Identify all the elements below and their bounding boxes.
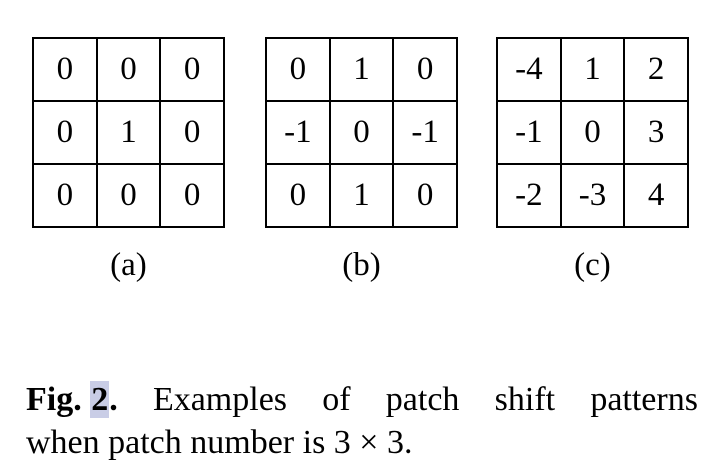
grid-row: 0 1 0 bbox=[265, 163, 458, 228]
grid-cell: 0 bbox=[559, 100, 626, 165]
grid-cell: 1 bbox=[328, 37, 395, 102]
grid-cell: -1 bbox=[496, 100, 562, 165]
grid-cell: 0 bbox=[328, 100, 395, 165]
grid-cell: -1 bbox=[265, 100, 331, 165]
caption-word: shift bbox=[494, 381, 556, 418]
grid-cell: 1 bbox=[328, 163, 395, 228]
caption-line-1: Fig. 2. Examples of patch shift patterns bbox=[26, 378, 698, 421]
grid-cell: 0 bbox=[32, 163, 98, 228]
grid-row: 0 0 0 bbox=[32, 163, 225, 228]
grid-cell: 0 bbox=[32, 37, 98, 102]
subfigure-label-c: (c) bbox=[574, 247, 611, 283]
grid-cell: 4 bbox=[623, 163, 689, 228]
caption-fig-period: . bbox=[109, 381, 118, 418]
grid-cell: 0 bbox=[265, 163, 331, 228]
caption-word: patterns bbox=[590, 381, 698, 418]
grid-cell: 0 bbox=[159, 163, 225, 228]
caption-word: of bbox=[322, 381, 351, 418]
grid-cell: 0 bbox=[265, 37, 331, 102]
patch-grid-c: -4 1 2 -1 0 3 -2 -3 4 bbox=[496, 37, 689, 228]
subfigure-label-b: (b) bbox=[342, 247, 381, 283]
caption-word: patch bbox=[385, 381, 460, 418]
grid-cell: 3 bbox=[623, 100, 689, 165]
grid-row: -2 -3 4 bbox=[496, 163, 689, 228]
grid-row: -1 0 3 bbox=[496, 100, 689, 165]
grid-cell: 1 bbox=[95, 100, 162, 165]
patch-grid-b: 0 1 0 -1 0 -1 0 1 0 bbox=[265, 37, 458, 228]
grid-cell: 0 bbox=[159, 37, 225, 102]
grid-cell: 0 bbox=[159, 100, 225, 165]
grid-cell: 1 bbox=[559, 37, 626, 102]
grid-cell: -3 bbox=[559, 163, 626, 228]
caption-word: Examples bbox=[152, 381, 288, 418]
patch-grid-a: 0 0 0 0 1 0 0 0 0 bbox=[32, 37, 225, 228]
grid-row: -4 1 2 bbox=[496, 37, 689, 102]
grid-row: 0 1 0 bbox=[32, 100, 225, 165]
caption-fig-label: Fig. 2. bbox=[26, 378, 118, 421]
grid-cell: -4 bbox=[496, 37, 562, 102]
figure-caption: Fig. 2. Examples of patch shift patterns… bbox=[26, 378, 698, 464]
grid-row: 0 0 0 bbox=[32, 37, 225, 102]
grid-cell: 0 bbox=[392, 163, 458, 228]
grid-row: -1 0 -1 bbox=[265, 100, 458, 165]
grid-cell: 0 bbox=[95, 163, 162, 228]
caption-fig-prefix: Fig. bbox=[26, 381, 82, 418]
caption-fig-number[interactable]: 2 bbox=[90, 381, 110, 418]
grid-cell: -2 bbox=[496, 163, 562, 228]
grid-row: 0 1 0 bbox=[265, 37, 458, 102]
subfigure-label-a: (a) bbox=[110, 247, 147, 283]
grid-cell: 0 bbox=[32, 100, 98, 165]
grid-cell: 2 bbox=[623, 37, 689, 102]
grid-cell: 0 bbox=[95, 37, 162, 102]
grid-cell: -1 bbox=[392, 100, 458, 165]
grid-cell: 0 bbox=[392, 37, 458, 102]
caption-line-2: when patch number is 3 × 3. bbox=[26, 424, 413, 461]
